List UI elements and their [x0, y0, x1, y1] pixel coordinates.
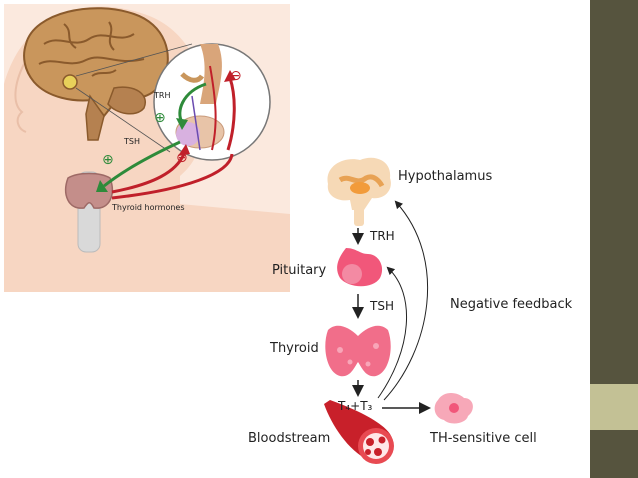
minus-icon-hypothalamus: ⊖	[230, 68, 242, 84]
illus-tsh-label: TSH	[123, 137, 140, 146]
feedback-arrow-to-pituitary	[377, 266, 408, 399]
tsh-label: TSH	[369, 299, 394, 313]
negative-feedback-label: Negative feedback	[450, 297, 573, 312]
illus-trh-label: TRH	[153, 91, 170, 100]
slide-sidebar-tab	[590, 384, 638, 430]
feedback-arrowhead-pituitary	[178, 144, 190, 156]
t4t3-label: T₄+T₃	[337, 399, 373, 413]
trh-label: TRH	[369, 229, 395, 243]
th-sensitive-cell-label: TH-sensitive cell	[429, 431, 537, 446]
brain-illustration	[23, 7, 169, 141]
bloodstream-label: Bloodstream	[248, 431, 330, 446]
plus-icon-tsh: ⊕	[102, 152, 114, 168]
tsh-arrow	[103, 140, 181, 188]
feedback-arrow-to-hypothalamus	[383, 200, 429, 401]
hpt-axis-flowchart: Hypothalamus TRH Pituitary TSH Thyroid	[248, 157, 573, 464]
hypothalamus-brain-icon	[327, 157, 391, 226]
illus-thyroid-hormones-label: Thyroid hormones	[111, 203, 185, 212]
pituitary-gland-icon	[337, 248, 383, 287]
tsh-arrowhead	[96, 180, 108, 192]
thyroid-label: Thyroid	[269, 341, 319, 356]
feedback-arrow-pituitary	[111, 153, 186, 194]
zoom-circle	[153, 43, 271, 161]
plus-icon-trh: ⊕	[154, 110, 166, 126]
minus-icon-pituitary: ⊖	[176, 150, 188, 166]
bloodstream-vessel-icon	[324, 400, 394, 464]
zoom-line-bottom	[75, 87, 171, 153]
face-profile	[14, 63, 27, 133]
hypothalamus-label: Hypothalamus	[398, 169, 492, 184]
zoom-line-top	[75, 43, 193, 77]
pituitary-label: Pituitary	[272, 263, 327, 278]
anatomy-illustration: TRH TSH Thyroid hormones ⊕ ⊕ ⊖ ⊖	[4, 4, 290, 292]
th-sensitive-cell-icon	[434, 393, 473, 424]
thyroid-gland-icon	[325, 325, 391, 377]
feedback-arrow-hypothalamus	[111, 153, 234, 200]
